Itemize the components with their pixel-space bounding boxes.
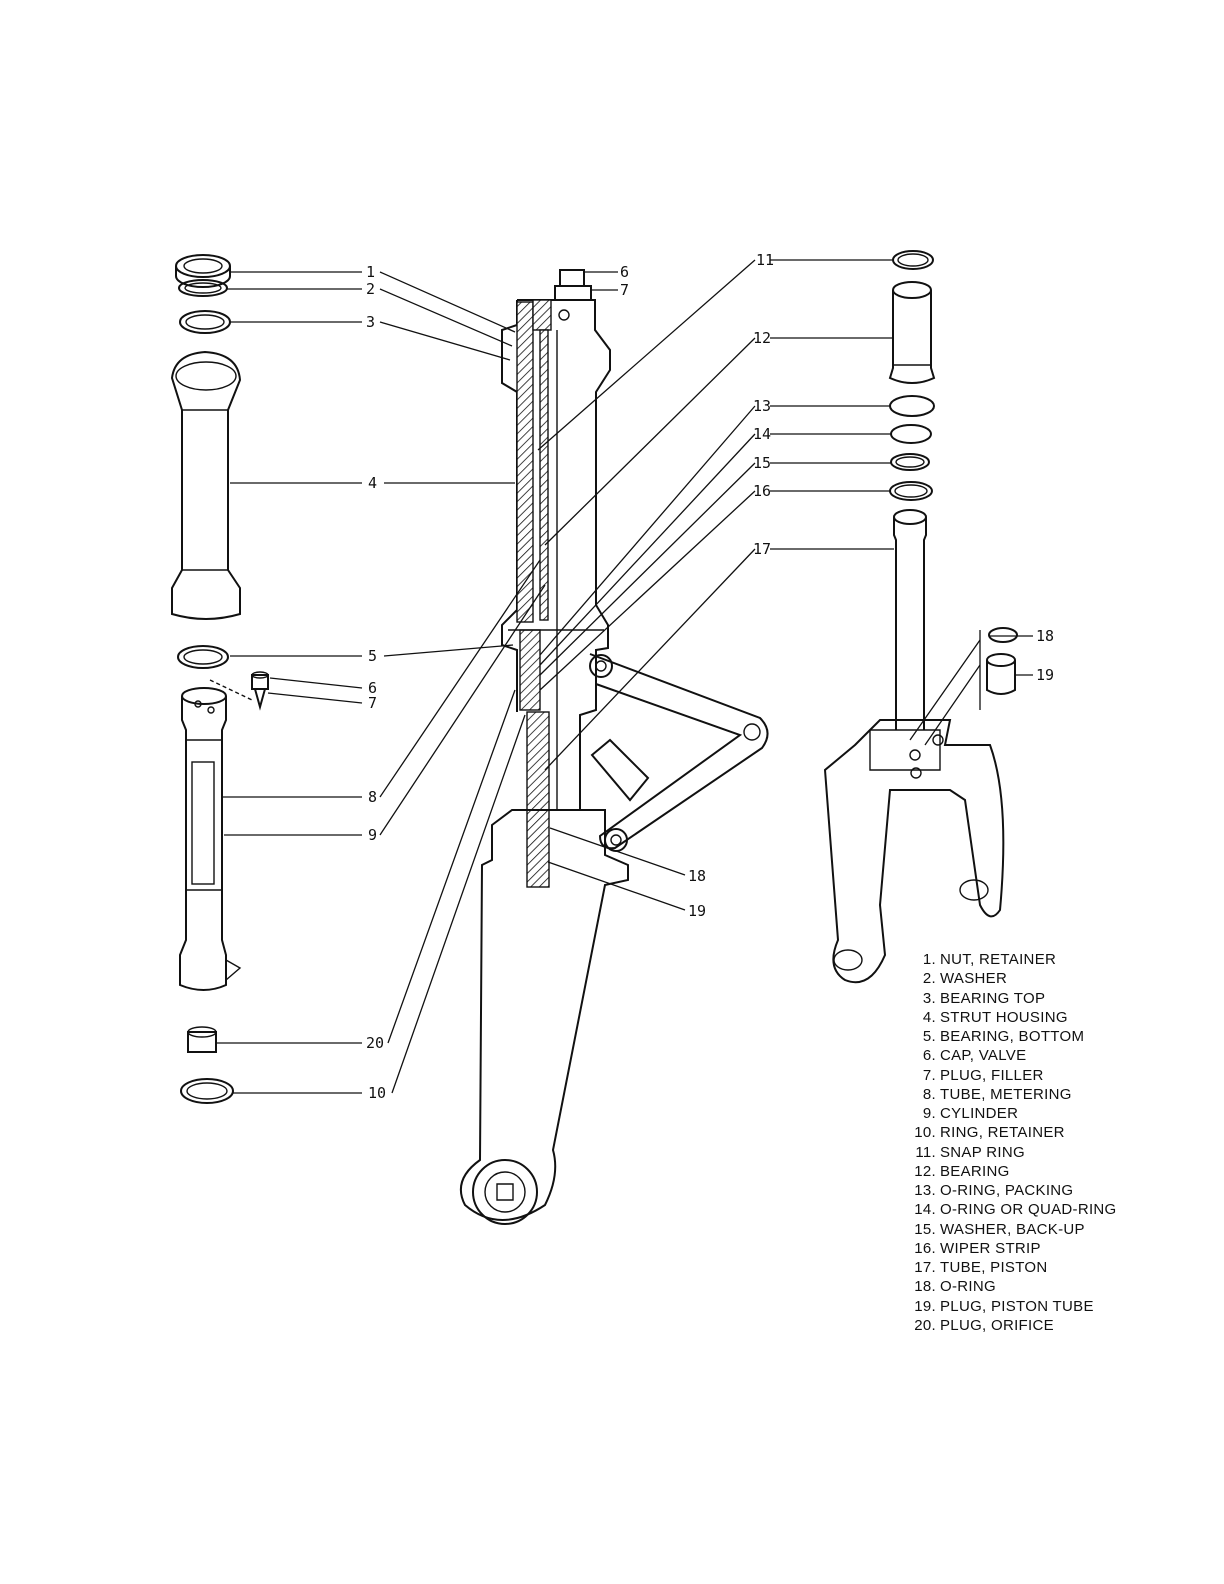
legend-item: 2.WASHER: [922, 970, 1008, 988]
part-plug-piston-tube: [986, 653, 1016, 695]
callout-4: 4: [368, 474, 377, 492]
legend-item: 1.NUT, RETAINER: [922, 951, 1057, 968]
callout-18-center: 18: [688, 867, 706, 885]
part-axle-fork: [460, 809, 629, 1225]
legend-item: 19.PLUG, PISTON TUBE: [914, 1297, 1094, 1315]
legend-item: 9.CYLINDER: [922, 1105, 1019, 1122]
legend-item: 10.RING, RETAINER: [914, 1124, 1065, 1142]
legend-item: 15.WASHER, BACK-UP: [914, 1220, 1085, 1238]
callout-20: 20: [366, 1034, 384, 1052]
legend-item: 8.TUBE, METERING: [922, 1085, 1072, 1103]
callout-5: 5: [368, 647, 377, 665]
callout-14: 14: [753, 425, 771, 443]
callout-7-top: 7: [620, 281, 629, 299]
legend-item: 17.TUBE, PISTON: [914, 1259, 1048, 1276]
legend-item: 16.WIPER STRIP: [914, 1239, 1041, 1257]
part-wiper-strip: [889, 481, 933, 501]
legend-item: 12.BEARING: [914, 1162, 1010, 1180]
callout-19-center: 19: [688, 902, 706, 920]
legend-item: 6.CAP, VALVE: [922, 1047, 1027, 1065]
part-o-ring-quad-ring: [890, 424, 932, 444]
callout-10: 10: [368, 1084, 386, 1102]
part-bearing-top: [179, 310, 231, 334]
parts-legend: 1.NUT, RETAINER 2.WASHER 3.BEARING TOP 4…: [906, 950, 1117, 1335]
callout-2: 2: [366, 280, 375, 298]
callout-8: 8: [368, 788, 377, 806]
legend-item: 14.O-RING OR QUAD-RING: [914, 1201, 1117, 1219]
callout-12: 12: [753, 329, 771, 347]
callout-7-left: 7: [368, 694, 377, 712]
legend-item: 11.SNAP RING: [915, 1143, 1025, 1161]
legend-item: 3.BEARING TOP: [922, 989, 1046, 1007]
callout-18-right: 18: [1036, 627, 1054, 645]
callout-6-left: 6: [368, 679, 377, 697]
part-valve-cap-plug: [251, 671, 269, 711]
part-cylinder: [179, 679, 253, 991]
part-washer-back-up: [890, 453, 930, 471]
part-bearing: [888, 281, 936, 384]
part-snap-ring: [892, 250, 934, 270]
callout-1: 1: [366, 263, 375, 281]
part-torque-link: [589, 653, 769, 852]
legend-item: 18.O-RING: [914, 1278, 996, 1296]
callout-9: 9: [368, 826, 377, 844]
callout-16: 16: [753, 482, 771, 500]
part-nut-retainer: [175, 254, 231, 288]
leader-lines: [216, 259, 1033, 1094]
callout-6-top: 6: [620, 263, 629, 281]
part-bearing-bottom: [177, 645, 229, 669]
part-strut-assembly: [501, 269, 611, 888]
callout-19-right: 19: [1036, 666, 1054, 684]
callout-15: 15: [753, 454, 771, 472]
legend-item: 7.PLUG, FILLER: [922, 1066, 1044, 1084]
legend-item: 5.BEARING, BOTTOM: [922, 1028, 1085, 1045]
part-ring-retainer: [180, 1078, 234, 1104]
callout-13: 13: [753, 397, 771, 415]
callout-numbers: 1 2 3 4 5 6 7 8 9 20 10 6 7 11 12 13 14 …: [366, 251, 1054, 1102]
legend-item: 4.STRUT HOUSING: [922, 1008, 1068, 1026]
part-strut-housing: [170, 350, 242, 620]
callout-17: 17: [753, 540, 771, 558]
part-washer: [178, 279, 228, 297]
callout-3: 3: [366, 313, 375, 331]
part-o-ring-packing: [889, 395, 935, 417]
part-tube-piston: [823, 509, 1005, 984]
callout-11: 11: [756, 251, 774, 269]
part-o-ring-small: [988, 627, 1018, 643]
legend-item: 20.PLUG, ORIFICE: [914, 1316, 1054, 1334]
legend-item: 13.O-RING, PACKING: [914, 1182, 1074, 1199]
part-plug-orifice: [187, 1026, 217, 1053]
